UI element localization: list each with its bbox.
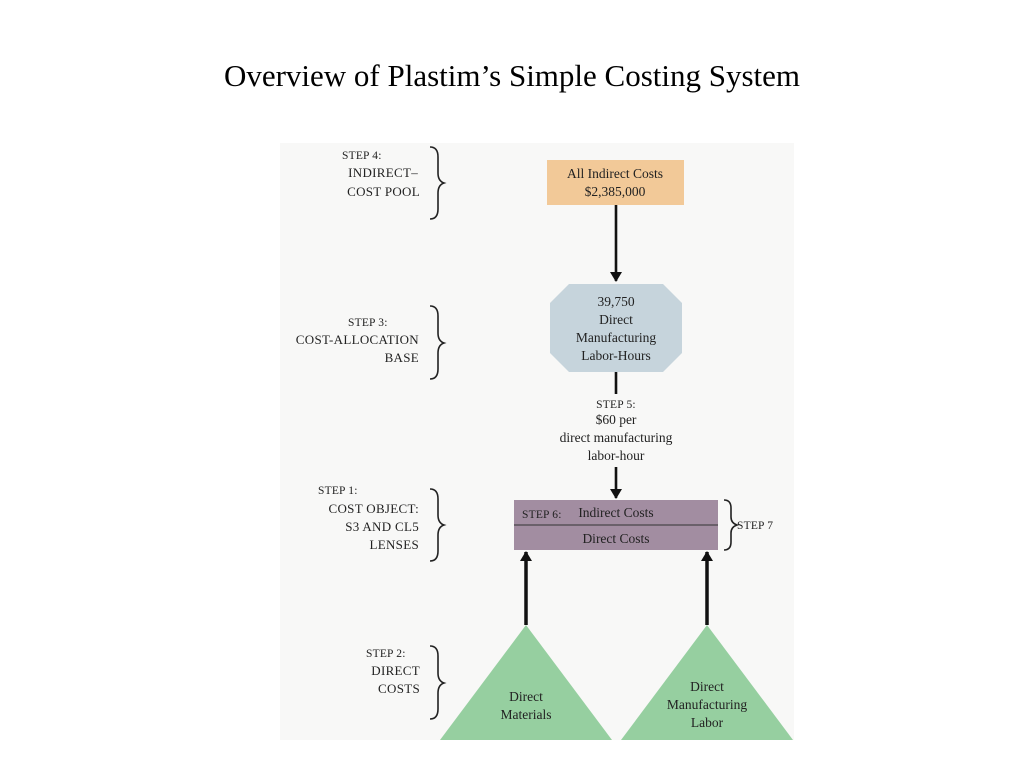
step1-label: STEP 1: [318, 485, 358, 497]
base-line2: Direct [599, 312, 633, 327]
labor-line1: Direct [690, 679, 724, 694]
step4-line1: INDIRECT– [348, 165, 418, 180]
step5-line2: direct manufacturing [560, 430, 673, 445]
step2-line2: COSTS [378, 681, 420, 696]
slide-title: Overview of Plastim’s Simple Costing Sys… [223, 58, 801, 93]
step1-line2: S3 AND CL5 [345, 519, 419, 534]
step5-label: STEP 5: [596, 399, 636, 411]
object-direct-costs: Direct Costs [582, 531, 649, 546]
step4-line2: COST POOL [347, 184, 420, 199]
direct-labor-triangle [621, 625, 793, 740]
step6-label: STEP 6: [522, 509, 562, 521]
base-line1: 39,750 [597, 294, 634, 309]
step7-brace [723, 499, 740, 551]
step4-label: STEP 4: [342, 150, 382, 162]
step5-line1: $60 per [596, 412, 637, 427]
step5-line3: labor-hour [588, 448, 645, 463]
direct-materials-triangle [440, 625, 612, 740]
base-line3: Manufacturing [576, 330, 656, 345]
labor-line3: Labor [691, 715, 724, 730]
allocation-base-octagon [550, 284, 682, 372]
costing-diagram-svg: STEP 4: INDIRECT– COST POOL All Indirect… [296, 146, 793, 740]
step3-line1: COST-ALLOCATION [296, 332, 420, 347]
cost-pool-line1: All Indirect Costs [567, 166, 663, 181]
costing-diagram: STEP 4: INDIRECT– COST POOL All Indirect… [280, 143, 794, 740]
labor-line2: Manufacturing [667, 697, 747, 712]
cost-pool-line2: $2,385,000 [585, 184, 646, 199]
cost-pool-box [547, 160, 684, 205]
step3-line2: BASE [385, 350, 419, 365]
materials-line1: Direct [509, 689, 543, 704]
step7-label: STEP 7 [737, 520, 773, 532]
step1-brace [429, 488, 447, 562]
step2-line1: DIRECT [371, 663, 420, 678]
step4-brace [429, 146, 447, 220]
object-indirect-costs: Indirect Costs [578, 505, 653, 520]
step1-line3: LENSES [370, 537, 419, 552]
step1-line1: COST OBJECT: [329, 501, 419, 516]
step3-label: STEP 3: [348, 317, 388, 329]
base-line4: Labor-Hours [581, 348, 650, 363]
step2-brace [429, 645, 447, 720]
materials-line2: Materials [501, 707, 552, 722]
step2-label: STEP 2: [366, 648, 406, 660]
step3-brace [429, 305, 447, 380]
